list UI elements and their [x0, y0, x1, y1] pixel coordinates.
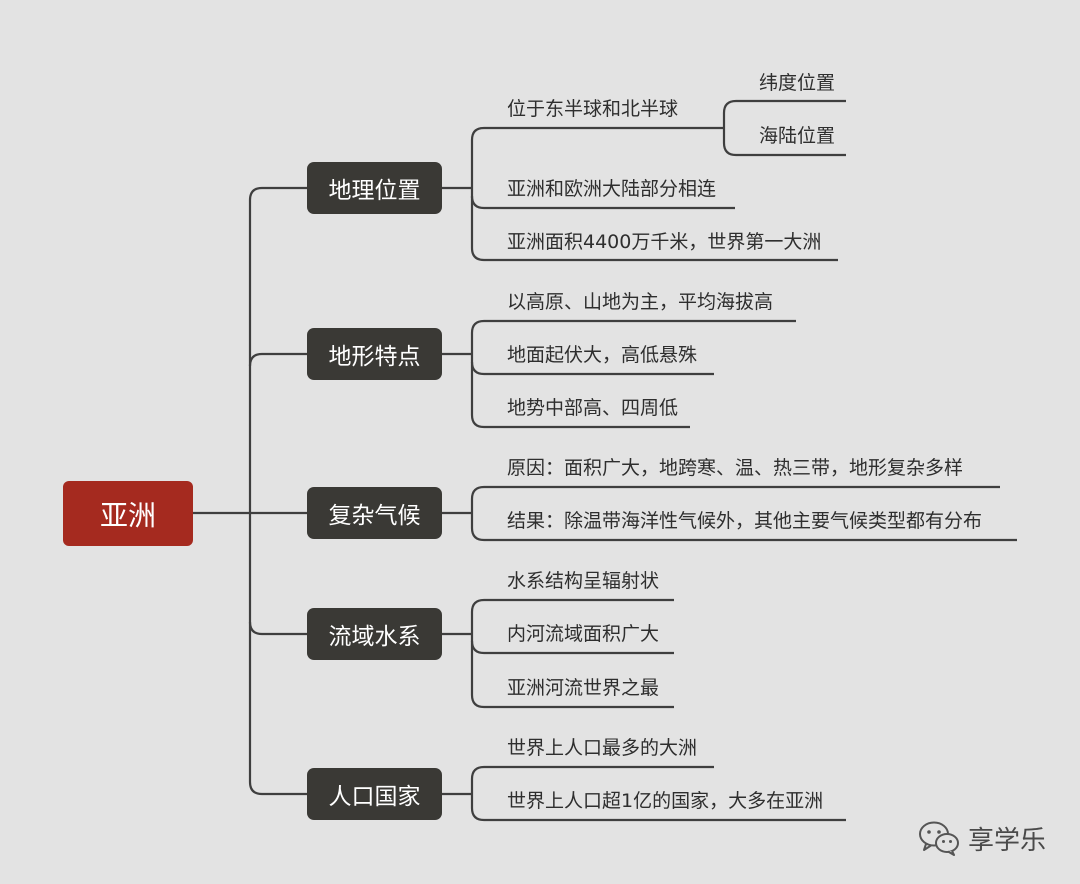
leaf-label[interactable]: 内河流域面积广大 — [507, 623, 660, 645]
branch4-vertical — [470, 598, 485, 709]
leaf-label[interactable]: 亚洲面积4400万千米，世界第一大洲 — [507, 231, 822, 253]
branch-connector-4 — [248, 621, 307, 636]
branch-node-climate[interactable]: 复杂气候 — [307, 487, 442, 539]
branch-node-terrain[interactable]: 地形特点 — [307, 328, 442, 380]
watermark-text: 享学乐 — [968, 825, 1047, 856]
branch5-vertical — [470, 765, 485, 822]
leaf-label[interactable]: 世界上人口超1亿的国家，大多在亚洲 — [507, 790, 824, 812]
branch1-underline-2 — [470, 195, 735, 210]
leaf-label[interactable]: 位于东半球和北半球 — [507, 98, 679, 120]
wechat-icon — [919, 821, 959, 856]
sub-vertical — [722, 99, 737, 157]
leaf-label[interactable]: 地势中部高、四周低 — [507, 397, 679, 419]
leaf-label[interactable]: 结果：除温带海洋性气候外，其他主要气候类型都有分布 — [507, 510, 983, 532]
watermark: 享学乐 — [918, 818, 1046, 858]
branch3-vertical — [470, 485, 485, 542]
leaf-label[interactable]: 世界上人口最多的大洲 — [507, 737, 698, 759]
leaf-label[interactable]: 亚洲和欧洲大陆部分相连 — [507, 178, 717, 200]
root-node[interactable]: 亚洲 — [63, 481, 193, 546]
leaf-label[interactable]: 亚洲河流世界之最 — [507, 677, 660, 699]
branch4-underline-2 — [470, 640, 674, 655]
branch-node-geography[interactable]: 地理位置 — [307, 162, 442, 214]
branch-node-population[interactable]: 人口国家 — [307, 768, 442, 820]
leaf-label[interactable]: 海陆位置 — [759, 125, 836, 147]
branch-node-rivers[interactable]: 流域水系 — [307, 608, 442, 660]
leaf-label[interactable]: 纬度位置 — [759, 72, 836, 94]
branch-connector-2 — [248, 352, 307, 367]
trunk-line — [248, 186, 263, 796]
leaf-label[interactable]: 水系结构呈辐射状 — [507, 570, 660, 592]
leaf-label[interactable]: 以高原、山地为主，平均海拔高 — [507, 291, 774, 313]
branch2-underline-2 — [470, 361, 714, 376]
leaf-label[interactable]: 原因：面积广大，地跨寒、温、热三带，地形复杂多样 — [507, 457, 964, 479]
branch2-vertical — [470, 319, 485, 429]
branch1-vertical — [470, 126, 485, 262]
leaf-label[interactable]: 地面起伏大，高低悬殊 — [507, 344, 698, 366]
